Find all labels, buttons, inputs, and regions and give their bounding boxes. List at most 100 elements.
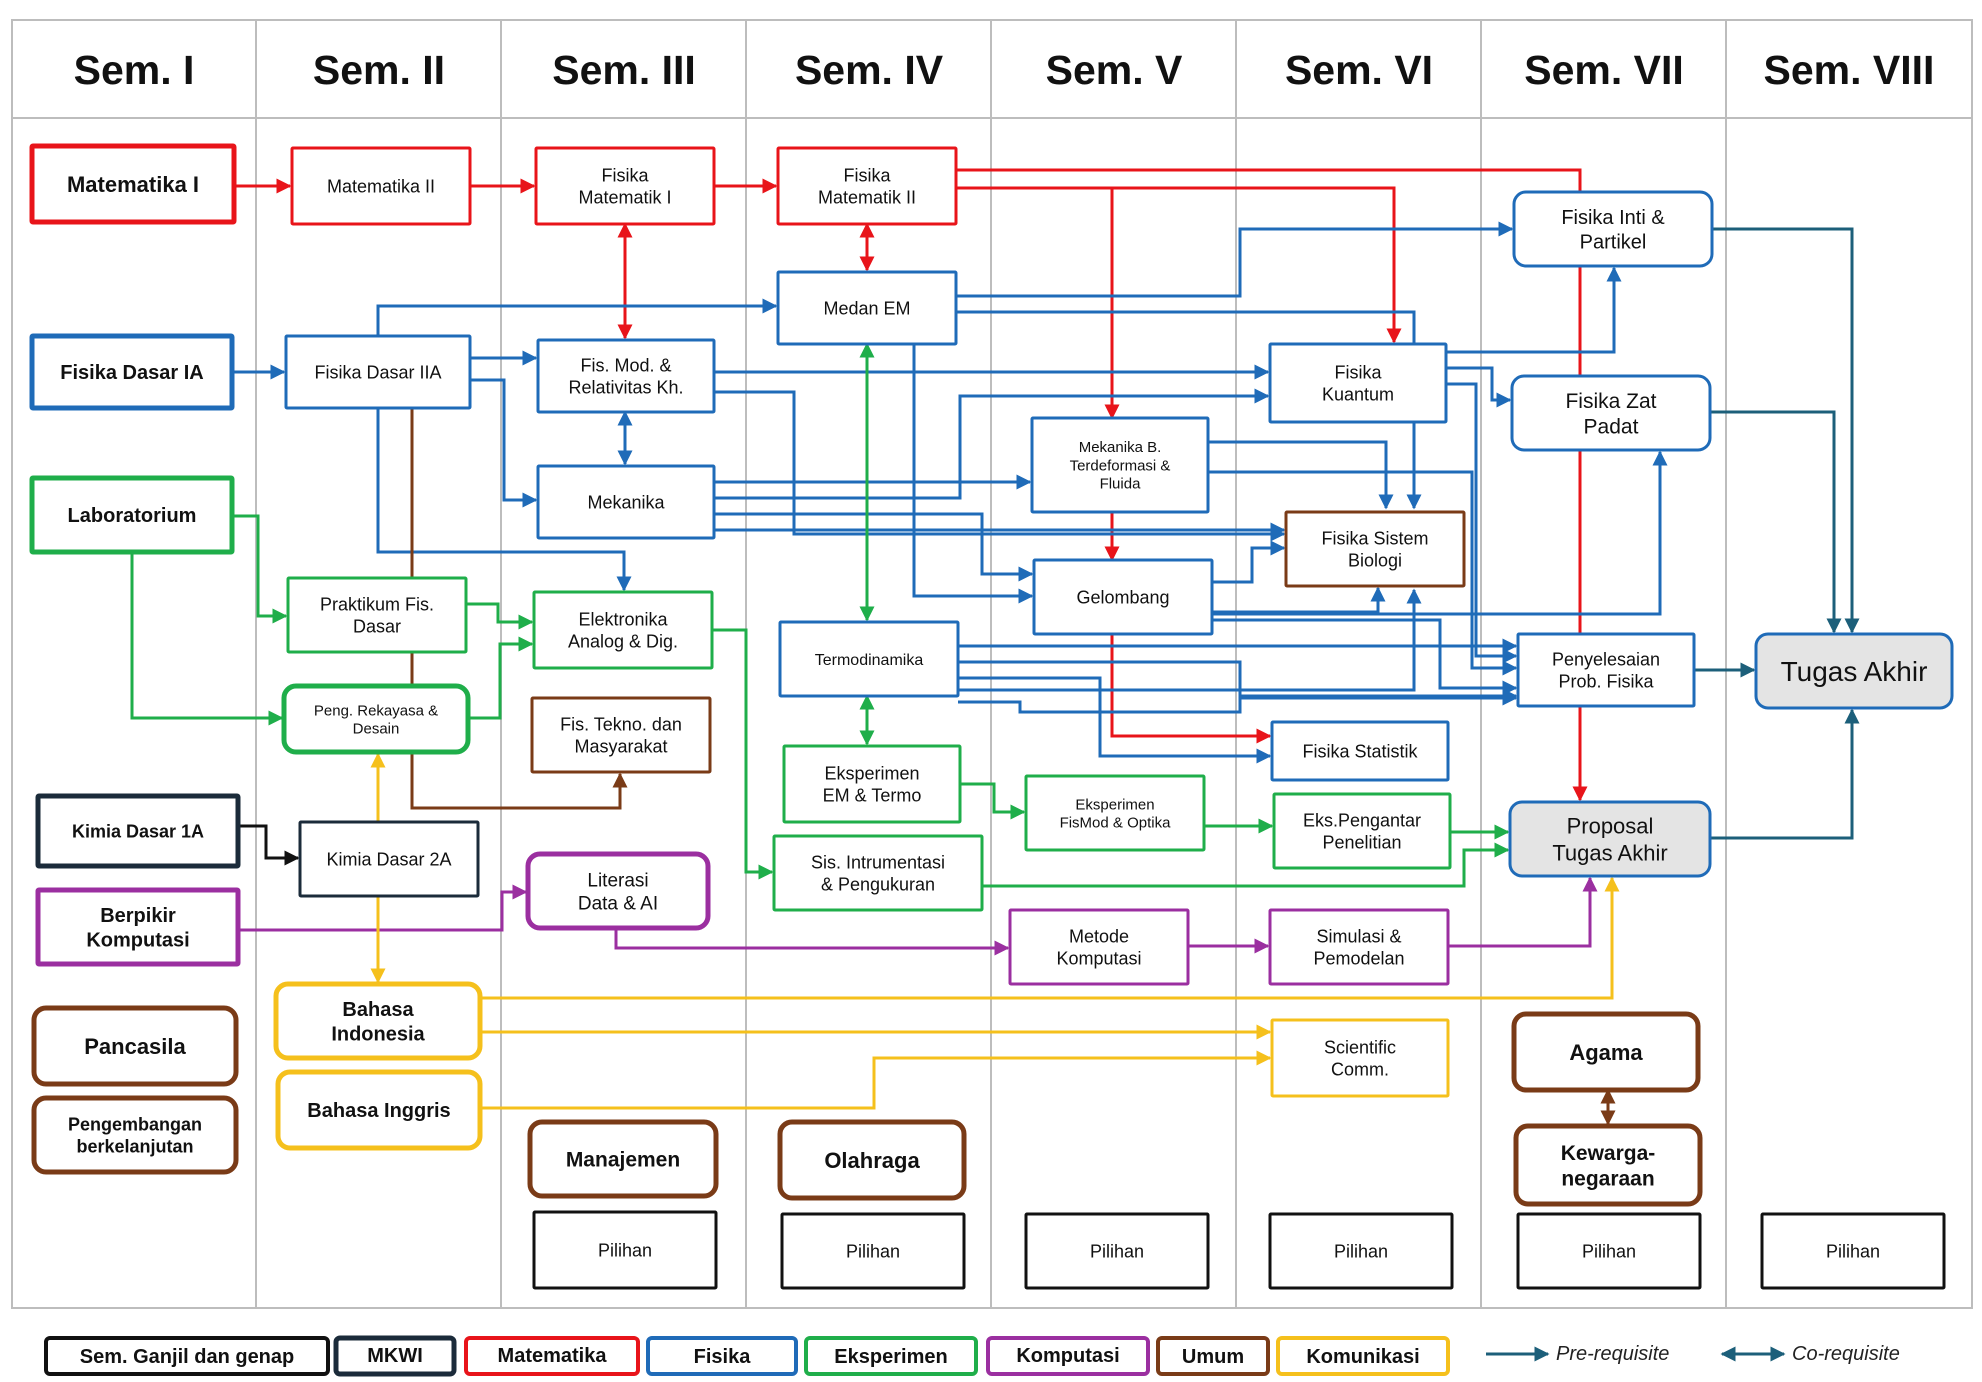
- course-fisika-sistem-biologi-label: Biologi: [1348, 550, 1402, 570]
- course-fisika-dasar-1a: Fisika Dasar IA: [29, 333, 235, 411]
- course-pilihan-sem-8: Pilihan: [1760, 1212, 1946, 1290]
- course-eksperimen-fismod-box: [1024, 774, 1206, 852]
- course-fisika-matematik-2-label: Matematik II: [818, 187, 916, 207]
- semester-grid: [11, 19, 1973, 1309]
- course-scientific-comm-label: Comm.: [1331, 1059, 1389, 1079]
- connection-arrow: [614, 928, 1010, 956]
- connection-arrow: [1710, 708, 1860, 840]
- course-pancasila: Pancasila: [31, 1005, 239, 1087]
- course-fis-tekno-label: Masyarakat: [574, 736, 667, 756]
- course-fis-mod: Fis. Mod. &Relativitas Kh.: [536, 338, 716, 414]
- course-sis-instrumentasi-box: [772, 834, 984, 912]
- connection-arrow: [958, 690, 1518, 714]
- header-sem-5: Sem. V: [1046, 47, 1183, 93]
- course-mekanika-b-label: Terdeformasi &: [1070, 457, 1171, 474]
- course-proposal-label: Proposal: [1567, 814, 1654, 839]
- course-eks-pengantar-label: Penelitian: [1322, 832, 1401, 852]
- course-olahraga-label: Olahraga: [824, 1148, 920, 1173]
- course-mekanika-b-label: Fluida: [1100, 476, 1142, 493]
- legend-box-mkwi: [333, 1335, 457, 1377]
- legend-label-matematika: Matematika: [498, 1345, 608, 1367]
- course-fis-tekno-box: [530, 696, 712, 774]
- course-pilihan-sem-8-box: [1760, 1212, 1946, 1290]
- header-sem-4: Sem. IV: [795, 47, 944, 93]
- course-fisika-statistik: Fisika Statistik: [1270, 720, 1450, 782]
- connection-arrow: [130, 552, 284, 726]
- course-gelombang: Gelombang: [1032, 558, 1214, 636]
- course-olahraga-box: [777, 1119, 967, 1201]
- course-pilihan-sem-4: Pilihan: [780, 1212, 966, 1290]
- course-kimia-1a: Kimia Dasar 1A: [35, 793, 241, 869]
- connection-arrow: [958, 660, 1518, 704]
- course-fisika-zat-padat-box: [1510, 374, 1712, 452]
- course-peng-rekayasa-box: [281, 683, 471, 755]
- course-pancasila-box: [31, 1005, 239, 1087]
- course-mekanika-label: Mekanika: [587, 492, 665, 512]
- course-fisika-dasar-1a-label: Fisika Dasar IA: [60, 362, 203, 384]
- course-praktikum-box: [286, 576, 468, 654]
- course-fisika-zat-padat-label: Padat: [1584, 415, 1639, 438]
- legend-label-mkwi: MKWI: [367, 1345, 423, 1367]
- legend-label-eksperimen: Eksperimen: [834, 1346, 947, 1368]
- course-fisika-inti-box: [1512, 190, 1714, 268]
- course-eks-pengantar-label: Eks.Pengantar: [1303, 811, 1421, 831]
- course-pengembangan-box: [31, 1095, 239, 1175]
- course-elektronika-box: [532, 590, 714, 670]
- course-kimia-2a: Kimia Dasar 2A: [298, 820, 480, 898]
- course-matematika-1-box: [29, 143, 237, 225]
- connection-arrow: [1212, 618, 1518, 696]
- connection-arrow: [982, 842, 1510, 888]
- course-simulasi-box: [1268, 908, 1450, 986]
- header-sem-8: Sem. VIII: [1764, 47, 1935, 93]
- legend-label-umum: Umum: [1182, 1346, 1244, 1368]
- course-scientific-comm-label: Scientific: [1324, 1038, 1396, 1058]
- connection-arrow: [1212, 450, 1668, 616]
- course-sis-instrumentasi-label: & Pengukuran: [821, 874, 935, 894]
- course-manajemen-box: [527, 1119, 719, 1199]
- course-bahasa-indonesia-box: [273, 981, 483, 1061]
- connection-arrow: [1208, 470, 1518, 676]
- course-praktikum: Praktikum Fis.Dasar: [286, 576, 468, 654]
- course-fisika-sistem-biologi-label: Fisika Sistem: [1321, 529, 1428, 549]
- legend-label-komunikasi: Komunikasi: [1306, 1346, 1419, 1368]
- course-peng-rekayasa-label: Peng. Rekayasa &: [314, 702, 438, 719]
- course-pengembangan-label: berkelanjutan: [76, 1136, 193, 1156]
- connection-arrow: [480, 876, 1620, 1000]
- legend-corequisite-label: Co-requisite: [1792, 1343, 1900, 1365]
- legend-label-fisika: Fisika: [694, 1346, 752, 1368]
- course-fisika-matematik-1-box: [534, 146, 716, 226]
- connection-arrow: [1712, 227, 1860, 634]
- course-praktikum-label: Praktikum Fis.: [320, 595, 434, 615]
- course-kewarganegaraan-box: [1513, 1123, 1703, 1207]
- course-metode-komputasi-box: [1008, 908, 1190, 986]
- course-praktikum-label: Dasar: [353, 616, 401, 636]
- course-matematika-1-label: Matematika I: [67, 172, 199, 197]
- connection-arrow: [480, 1050, 1272, 1110]
- course-pengembangan-label: Pengembangan: [68, 1115, 202, 1135]
- course-pilihan-sem-3-label: Pilihan: [598, 1240, 652, 1260]
- course-termodinamika: Termodinamika: [778, 620, 960, 698]
- legend-box-umum: [1156, 1336, 1270, 1376]
- course-bahasa-indonesia-label: Indonesia: [331, 1023, 425, 1045]
- course-elektronika-label: Analog & Dig.: [568, 631, 678, 651]
- course-fisika-dasar-2a-box: [284, 334, 472, 410]
- course-fisika-inti-label: Partikel: [1580, 231, 1647, 253]
- course-berpikir-box: [35, 887, 241, 967]
- semester-headers: Sem. I Sem. II Sem. III Sem. IV Sem. V S…: [74, 47, 1935, 93]
- course-fisika-sistem-biologi-box: [1284, 510, 1466, 588]
- course-laboratorium-box: [29, 475, 235, 555]
- course-berpikir-label: Komputasi: [86, 929, 189, 951]
- course-kimia-2a-box: [298, 820, 480, 898]
- course-metode-komputasi-label: Metode: [1069, 927, 1129, 947]
- connection-arrow: [376, 298, 778, 336]
- course-scientific-comm-box: [1270, 1018, 1450, 1098]
- header-sem-7: Sem. VII: [1524, 47, 1684, 93]
- course-fisika-kuantum-label: Kuantum: [1322, 384, 1394, 404]
- course-fisika-zat-padat-label: Fisika Zat: [1565, 390, 1656, 413]
